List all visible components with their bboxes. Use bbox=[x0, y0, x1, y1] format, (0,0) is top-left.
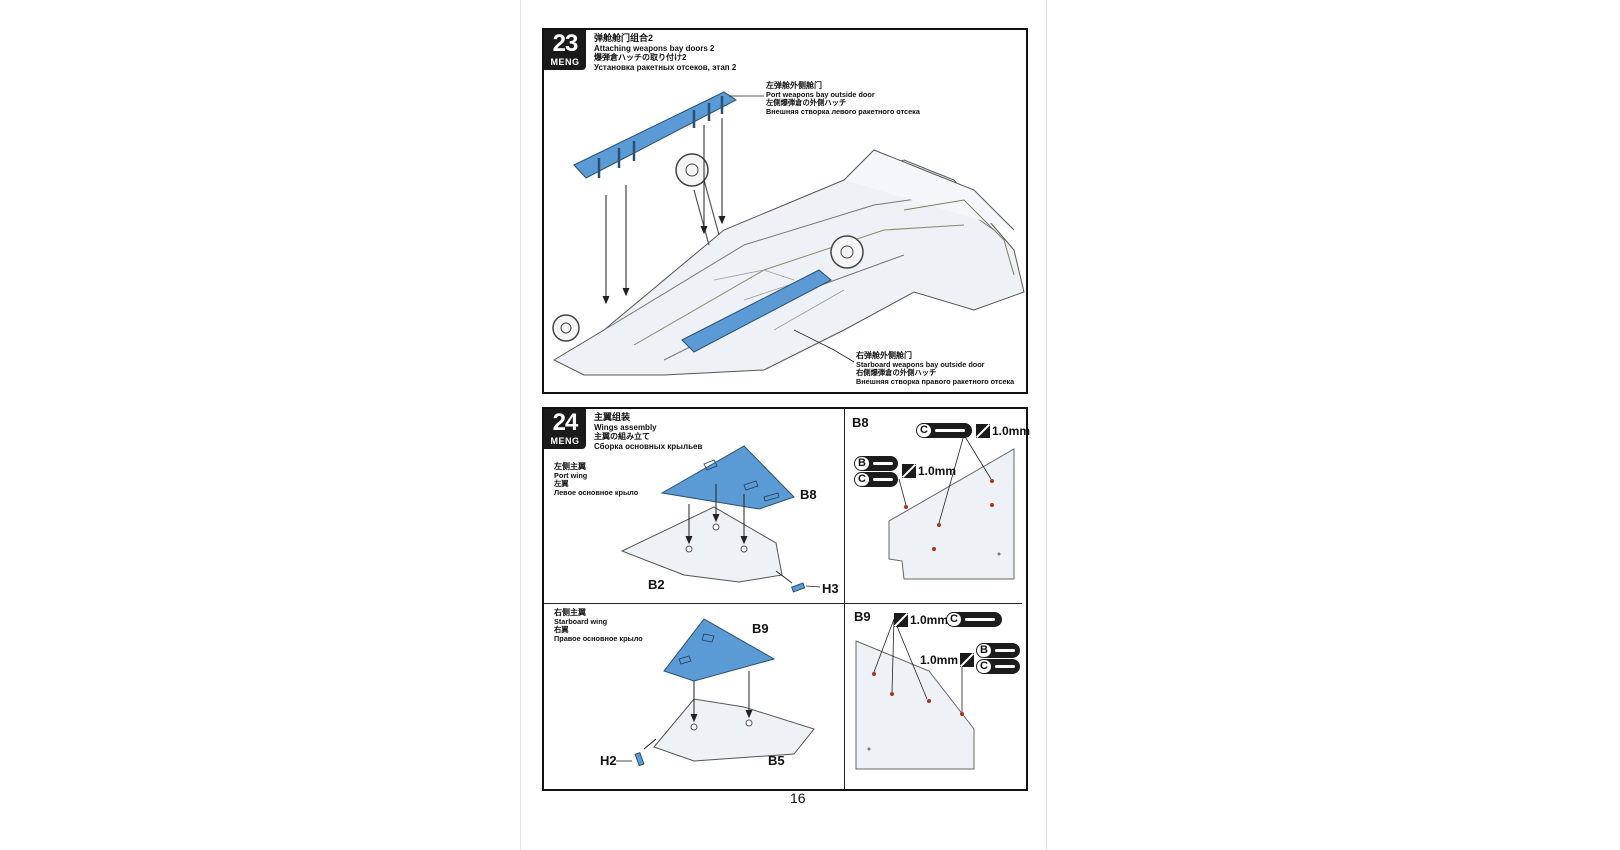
port-door-en: Port weapons bay outside door bbox=[766, 89, 875, 99]
starboard-wing-upper-b9 bbox=[663, 618, 776, 682]
port-wing-en: Port wing bbox=[554, 470, 588, 480]
port-wing-upper-b8 bbox=[660, 445, 795, 510]
chip-letter: C bbox=[917, 424, 931, 437]
step-23-badge: 23 MENG bbox=[544, 30, 586, 70]
title-zh: 弹舱舱门组合2 bbox=[594, 33, 654, 43]
part-chip-c: C bbox=[854, 472, 898, 487]
part-h3 bbox=[791, 582, 806, 593]
drill-icon bbox=[976, 424, 990, 438]
port-wing-ru: Левое основное крыло bbox=[554, 487, 639, 497]
step-number: 23 bbox=[552, 30, 579, 57]
starboard-wing-ru: Правое основное крыло bbox=[554, 633, 643, 643]
port-wing-callout: 左侧主翼 Port wing 左翼 Левое основное крыло bbox=[554, 462, 639, 497]
drill-icon bbox=[960, 653, 974, 667]
starboard-weapons-bay-door-part bbox=[681, 269, 832, 353]
starboard-door-ru: Внешняя створка правого ракетного отсека bbox=[856, 376, 1015, 386]
starboard-door-zh: 右弹舱外侧舱门 bbox=[856, 351, 912, 360]
starboard-wing-ja: 右翼 bbox=[554, 625, 569, 635]
step-number: 24 bbox=[552, 409, 579, 436]
part-chip-c: C bbox=[916, 423, 972, 438]
port-door-callout: 左弹舱外侧舱门 Port weapons bay outside door 左側… bbox=[766, 81, 920, 116]
part-chip-b: B bbox=[854, 456, 898, 471]
page-left-edge bbox=[520, 0, 521, 850]
title-en: Wings assembly bbox=[594, 422, 657, 432]
port-wing-lower-b2 bbox=[620, 506, 783, 583]
horizontal-divider bbox=[544, 603, 1022, 604]
title-ja: 主翼の組み立て bbox=[594, 432, 650, 441]
detail-b9-title: B9 bbox=[854, 609, 871, 624]
part-chip-b: B bbox=[976, 643, 1020, 658]
drill-icon bbox=[894, 613, 908, 627]
title-en: Attaching weapons bay doors 2 bbox=[594, 43, 715, 53]
title-ru: Установка ракетных отсеков, этап 2 bbox=[594, 62, 737, 72]
step-23-panel: 23 MENG 弹舱舱门组合2 Attaching weapons bay do… bbox=[542, 28, 1028, 394]
title-ru: Сборка основных крыльев bbox=[594, 441, 703, 451]
chip-letter: C bbox=[947, 613, 961, 626]
starboard-wing-callout: 右侧主翼 Starboard wing 右翼 Правое основное к… bbox=[554, 608, 643, 643]
drill-size: 1.0mm bbox=[920, 653, 959, 667]
vertical-divider bbox=[844, 409, 845, 789]
port-wing-ja: 左翼 bbox=[554, 479, 569, 489]
detail-b8-wing-outline bbox=[888, 448, 1015, 580]
page-right-edge bbox=[1046, 0, 1047, 850]
step-23-illustration bbox=[552, 91, 1025, 376]
part-label-h2: H2 bbox=[600, 753, 617, 768]
port-door-ru: Внешняя створка левого ракетного отсека bbox=[766, 106, 920, 116]
part-h2 bbox=[634, 752, 645, 767]
part-chip-c: C bbox=[976, 659, 1020, 674]
part-label-h3: H3 bbox=[822, 581, 839, 596]
step-24-panel: 24 MENG 主翼组装 Wings assembly 主翼の組み立て Сбор… bbox=[542, 407, 1031, 791]
detail-b8-title: B8 bbox=[852, 415, 869, 430]
chip-letter: C bbox=[855, 473, 869, 486]
starboard-main-wheel bbox=[830, 235, 864, 269]
chip-letter: B bbox=[977, 644, 991, 657]
step-24-title: 主翼组装 Wings assembly 主翼の組み立て Сборка основ… bbox=[594, 412, 703, 451]
drill-size: 1.0mm bbox=[910, 613, 949, 627]
starboard-wing-lower-b5 bbox=[653, 698, 815, 762]
step-24-illustration bbox=[616, 434, 1015, 770]
step-24-badge: 24 MENG bbox=[544, 409, 586, 449]
part-chip-c: C bbox=[946, 612, 1002, 627]
port-door-ja: 左側爆弾倉の外側ハッチ bbox=[766, 98, 847, 108]
port-wing-zh: 左侧主翼 bbox=[554, 462, 586, 471]
drill-size: 1.0mm bbox=[918, 464, 957, 478]
chip-letter: C bbox=[977, 660, 991, 673]
part-label-b2: B2 bbox=[648, 577, 665, 592]
port-weapons-bay-door-part bbox=[573, 91, 737, 179]
port-door-zh: 左弹舱外侧舱门 bbox=[766, 81, 822, 90]
brand-logo: MENG bbox=[550, 57, 580, 67]
nose-wheel bbox=[552, 314, 580, 342]
starboard-door-callout: 右弹舱外侧舱门 Starboard weapons bay outside do… bbox=[856, 351, 1015, 386]
part-label-b9: B9 bbox=[752, 621, 769, 636]
starboard-wing-zh: 右侧主翼 bbox=[554, 608, 586, 617]
page-number: 16 bbox=[790, 790, 806, 806]
title-ja: 爆弾倉ハッチの取り付け2 bbox=[594, 53, 687, 62]
port-main-wheel bbox=[675, 153, 709, 187]
drill-icon bbox=[902, 464, 916, 478]
fuselage-shape bbox=[552, 159, 1025, 376]
part-label-b5: B5 bbox=[768, 753, 785, 768]
part-label-b8: B8 bbox=[800, 487, 817, 502]
starboard-wing-en: Starboard wing bbox=[554, 616, 608, 626]
drill-size: 1.0mm bbox=[992, 424, 1031, 438]
step-23-title: 弹舱舱门组合2 Attaching weapons bay doors 2 爆弾… bbox=[594, 33, 737, 72]
starboard-door-en: Starboard weapons bay outside door bbox=[856, 359, 985, 369]
chip-letter: B bbox=[855, 457, 869, 470]
brand-logo: MENG bbox=[550, 436, 580, 446]
starboard-door-ja: 右側爆弾倉の外側ハッチ bbox=[856, 368, 937, 378]
title-zh: 主翼组装 bbox=[594, 412, 631, 422]
detail-b9-wing-outline bbox=[855, 640, 975, 770]
